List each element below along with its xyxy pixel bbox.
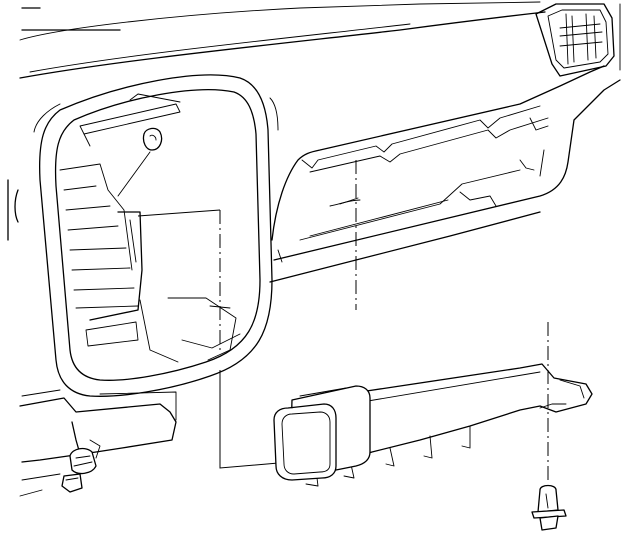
push-pin-fastener — [532, 486, 566, 531]
lower-left-panel — [20, 390, 176, 496]
dashboard-left-contour — [8, 180, 18, 240]
left-mounting-clip — [62, 422, 100, 492]
dashboard-right-section — [270, 66, 620, 282]
cluster-cavity-interior — [60, 94, 240, 362]
leader-lines — [138, 210, 290, 468]
dash-lines — [220, 160, 548, 480]
lower-trim-panel — [300, 364, 592, 486]
air-vent-right — [536, 4, 620, 76]
air-duct-outlet — [274, 386, 370, 480]
dashboard-top-outline — [20, 2, 545, 78]
instrument-cluster-bezel — [34, 75, 278, 396]
